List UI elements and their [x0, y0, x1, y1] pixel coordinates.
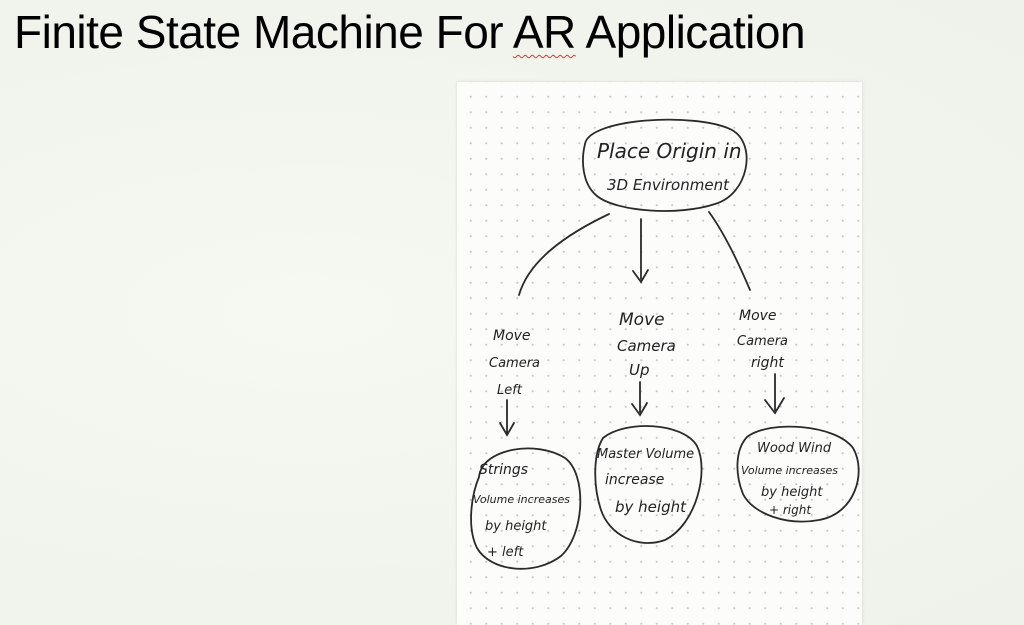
state-left-line1: Strings: [479, 462, 528, 478]
state-right-shape: [736, 425, 860, 523]
edge-root-to-right: [708, 211, 751, 291]
state-right-line1: Wood Wind: [757, 441, 832, 456]
state-right-line3: by height: [761, 485, 823, 500]
state-up-line2: increase: [605, 472, 664, 488]
transition-up-line3: Up: [629, 361, 650, 379]
state-left-line4: + left: [487, 545, 524, 560]
title-text-part2: AR: [512, 6, 576, 58]
root-state-shape: [582, 118, 748, 212]
transition-up-line1: Move: [619, 310, 665, 330]
state-right-line2: Volume increases: [741, 464, 838, 477]
arrow-left-transition: [499, 399, 515, 437]
transition-right-line2: Camera: [737, 334, 788, 349]
root-state-line2: 3D Environment: [607, 176, 730, 194]
arrow-right-transition: [764, 373, 785, 415]
state-up-line3: by height: [615, 498, 687, 516]
state-up-shape: [594, 425, 703, 544]
arrow-up-transition: [631, 381, 648, 417]
state-left-shape: [470, 447, 582, 570]
dotted-paper-sketch: Place Origin in 3D Environment Move Came…: [457, 82, 862, 625]
state-left-line3: by height: [485, 519, 547, 534]
arrowhead-up-top: [632, 269, 649, 284]
transition-right-line3: right: [751, 355, 784, 371]
fsm-diagram: Place Origin in 3D Environment Move Came…: [470, 118, 860, 570]
transition-left-line1: Move: [493, 328, 531, 344]
transition-left-line2: Camera: [489, 356, 540, 371]
transition-right-line1: Move: [739, 308, 777, 324]
title-text-part1: Finite State Machine For: [14, 6, 513, 58]
transition-left-line3: Left: [497, 383, 523, 398]
state-right-line4: + right: [769, 503, 812, 517]
state-left-line2: Volume increases: [473, 493, 570, 506]
state-up-line1: Master Volume: [597, 447, 694, 462]
root-state-line1: Place Origin in: [597, 139, 742, 163]
title-text-part3: Application: [575, 6, 806, 58]
slide-title: Finite State Machine For AR Application: [14, 6, 806, 59]
transition-up-line2: Camera: [617, 337, 676, 355]
edge-root-to-left: [518, 213, 610, 296]
